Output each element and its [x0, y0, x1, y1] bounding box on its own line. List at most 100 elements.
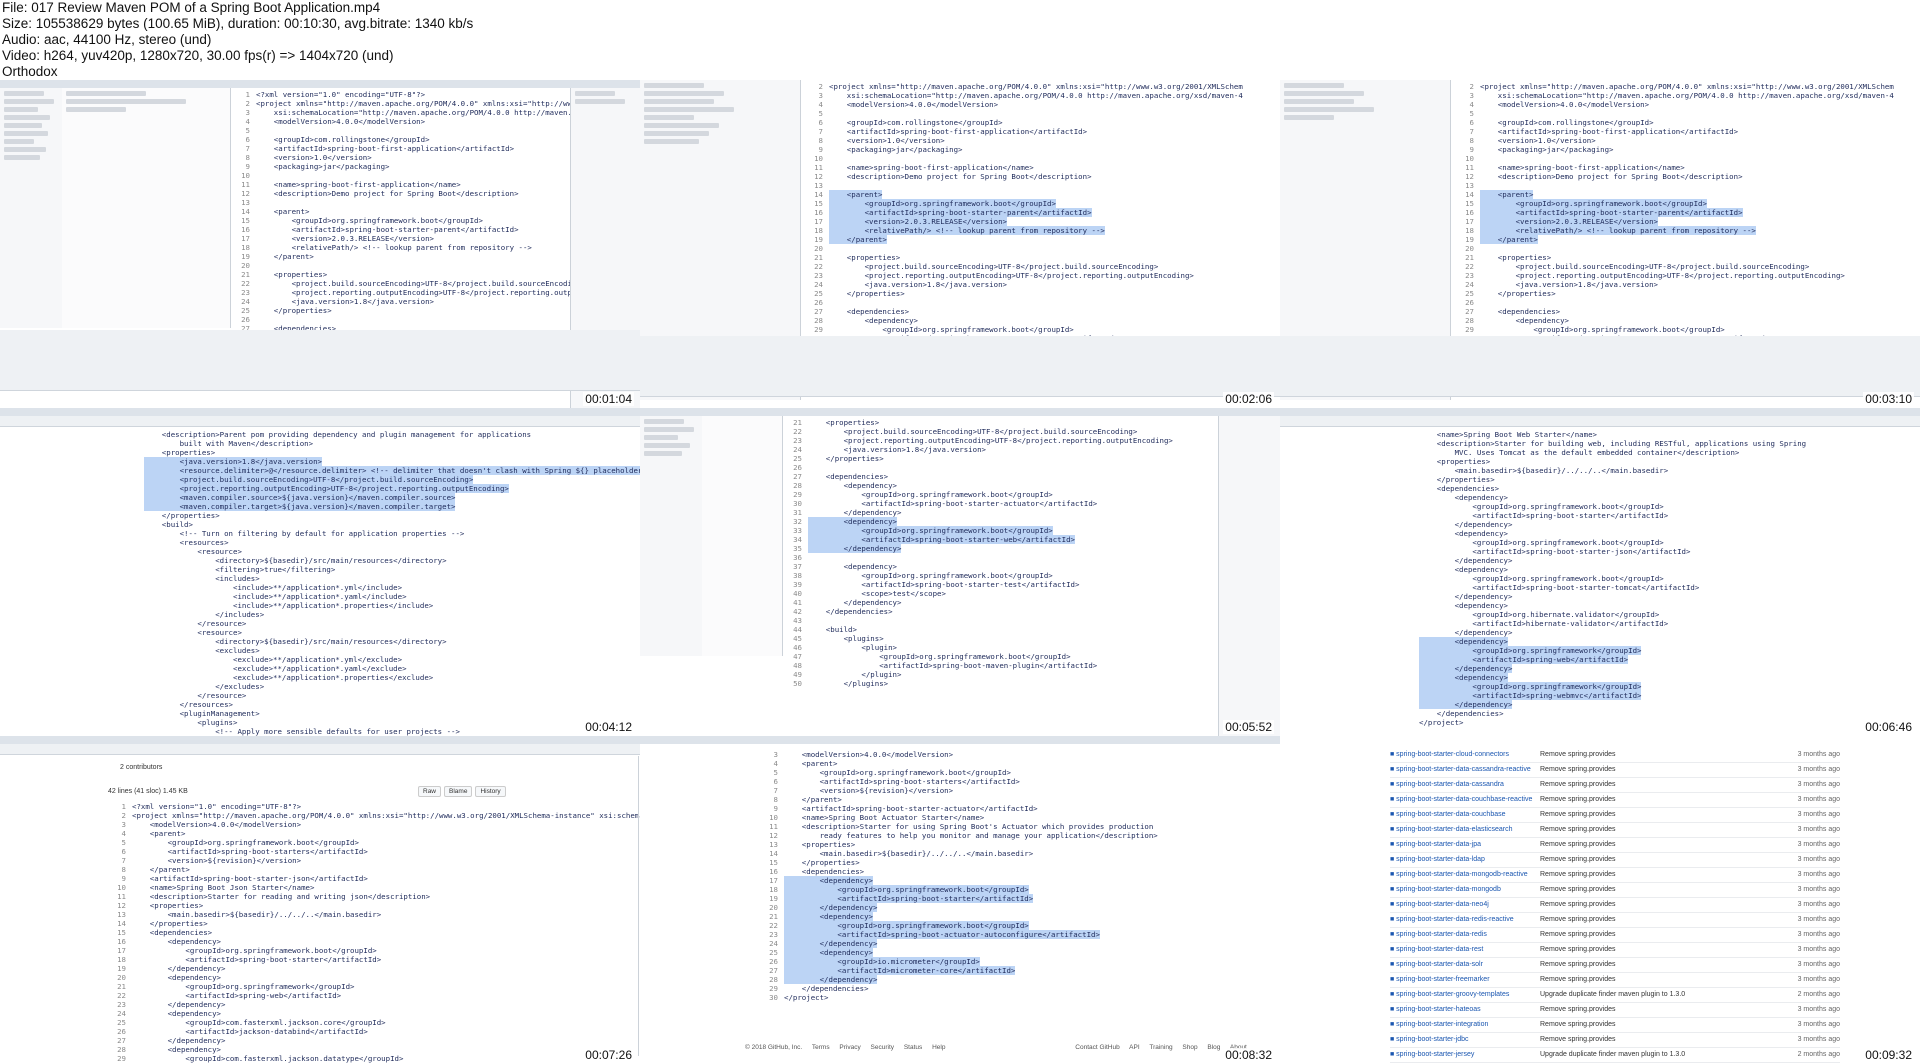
folder-name[interactable]: ■ spring-boot-starter-cloud-connectors	[1390, 751, 1509, 758]
folder-name[interactable]: ■ spring-boot-starter-hateoas	[1390, 1006, 1481, 1013]
commit-message[interactable]: Remove spring.provides	[1540, 931, 1616, 938]
footer-link-security[interactable]: Security	[870, 1044, 895, 1051]
commit-message[interactable]: Remove spring.provides	[1540, 766, 1616, 773]
commit-message[interactable]: Remove spring.provides	[1540, 796, 1616, 803]
list-item[interactable]: ■ spring-boot-starter-cloud-connectors Re…	[1390, 748, 1840, 763]
list-item[interactable]: ■ spring-boot-starter-data-couchbase-rea…	[1390, 793, 1840, 808]
commit-message[interactable]: Remove spring.provides	[1540, 901, 1616, 908]
commit-message[interactable]: Remove spring.provides	[1540, 811, 1616, 818]
folder-name[interactable]: ■ spring-boot-starter-data-neo4j	[1390, 901, 1489, 908]
folder-name[interactable]: ■ spring-boot-starter-data-cassandra	[1390, 781, 1504, 788]
commit-message[interactable]: Remove spring.provides	[1540, 871, 1616, 878]
code-line: 15 <groupId>org.springframework.boot</gr…	[805, 199, 1243, 208]
footer-link-about[interactable]: About	[1230, 1044, 1247, 1051]
list-item[interactable]: ■ spring-boot-starter-data-cassandra Remo…	[1390, 778, 1840, 793]
folder-name[interactable]: ■ spring-boot-starter-jersey	[1390, 1051, 1475, 1058]
list-item[interactable]: ■ spring-boot-starter-data-mongodb-react…	[1390, 868, 1840, 883]
code-line: 25 </properties>	[784, 454, 1173, 463]
commit-age: 3 months ago	[1797, 841, 1840, 848]
thumbnail-6[interactable]: <name>Spring Boot Web Starter</name> <de…	[1280, 408, 1920, 736]
commit-message[interactable]: Remove spring.provides	[1540, 781, 1616, 788]
folder-name[interactable]: ■ spring-boot-starter-data-cassandra-rea…	[1390, 766, 1531, 773]
thumbnail-5[interactable]: 21 <properties>22 <project.build.sourceE…	[640, 408, 1280, 736]
footer-link-api[interactable]: API	[1129, 1044, 1140, 1051]
history-button[interactable]: History	[475, 786, 506, 797]
list-item[interactable]: ■ spring-boot-starter-data-couchbase Remo…	[1390, 808, 1840, 823]
folder-name[interactable]: ■ spring-boot-starter-data-couchbase-rea…	[1390, 796, 1533, 803]
commit-message[interactable]: Remove spring.provides	[1540, 1021, 1616, 1028]
footer-link-shop[interactable]: Shop	[1182, 1044, 1198, 1051]
thumbnail-1[interactable]: 1<?xml version="1.0" encoding="UTF-8"?>2…	[0, 80, 640, 408]
thumbnail-4[interactable]: <description>Parent pom providing depend…	[0, 408, 640, 736]
code-line: 26 <artifactId>jackson-databind</artifac…	[108, 1027, 640, 1036]
line-text: <artifactId>spring-boot-starter</artifac…	[132, 955, 382, 964]
list-item[interactable]: ■ spring-boot-starter-jersey Upgrade dupl…	[1390, 1048, 1840, 1063]
folder-name[interactable]: ■ spring-boot-starter-groovy-templates	[1390, 991, 1510, 998]
list-item[interactable]: ■ spring-boot-starter-freemarker Remove s…	[1390, 973, 1840, 988]
footer-link-terms[interactable]: Terms	[811, 1044, 830, 1051]
list-item[interactable]: ■ spring-boot-starter-data-solr Remove sp…	[1390, 958, 1840, 973]
commit-message[interactable]: Remove spring.provides	[1540, 916, 1616, 923]
code-line: </properties>	[120, 511, 640, 520]
list-item[interactable]: ■ spring-boot-starter-data-mongodb Remove…	[1390, 883, 1840, 898]
commit-message[interactable]: Upgrade duplicate finder maven plugin to…	[1540, 991, 1686, 998]
thumbnail-8[interactable]: 3 <modelVersion>4.0.0</modelVersion>4 <p…	[640, 736, 1280, 1064]
list-item[interactable]: ■ spring-boot-starter-data-rest Remove sp…	[1390, 943, 1840, 958]
commit-message[interactable]: Remove spring.provides	[1540, 1036, 1616, 1043]
line-number: 29	[1465, 325, 1474, 334]
footer-link-status[interactable]: Status	[903, 1044, 923, 1051]
folder-name[interactable]: ■ spring-boot-starter-data-mongodb-react…	[1390, 871, 1528, 878]
thumbnail-3[interactable]: 2<project xmlns="http://maven.apache.org…	[1280, 80, 1920, 408]
list-item[interactable]: ■ spring-boot-starter-data-elasticsearch…	[1390, 823, 1840, 838]
code-line: 14 <parent>	[1456, 190, 1894, 199]
commit-message[interactable]: Remove spring.provides	[1540, 961, 1616, 968]
commit-message[interactable]: Upgrade duplicate finder maven plugin to…	[1540, 1051, 1686, 1058]
footer-link-blog[interactable]: Blog	[1207, 1044, 1221, 1051]
commit-message[interactable]: Remove spring.provides	[1540, 1006, 1616, 1013]
commit-message[interactable]: Remove spring.provides	[1540, 856, 1616, 863]
folder-name[interactable]: ■ spring-boot-starter-data-redis	[1390, 931, 1487, 938]
list-item[interactable]: ■ spring-boot-starter-groovy-templates Up…	[1390, 988, 1840, 1003]
folder-name[interactable]: ■ spring-boot-starter-integration	[1390, 1021, 1489, 1028]
code-line: 28 <dependency>	[1456, 316, 1894, 325]
footer-link-privacy[interactable]: Privacy	[839, 1044, 861, 1051]
folder-name[interactable]: ■ spring-boot-starter-data-solr	[1390, 961, 1483, 968]
commit-message[interactable]: Remove spring.provides	[1540, 976, 1616, 983]
folder-name[interactable]: ■ spring-boot-starter-data-couchbase	[1390, 811, 1506, 818]
footer-link-help[interactable]: Help	[932, 1044, 946, 1051]
list-item[interactable]: ■ spring-boot-starter-data-ldap Remove sp…	[1390, 853, 1840, 868]
line-text: </project>	[1419, 718, 1464, 727]
folder-name[interactable]: ■ spring-boot-starter-data-ldap	[1390, 856, 1485, 863]
list-item[interactable]: ■ spring-boot-starter-jdbc Remove spring.…	[1390, 1033, 1840, 1048]
line-number: 12	[1465, 172, 1474, 181]
footer-link-training[interactable]: Training	[1149, 1044, 1173, 1051]
raw-button[interactable]: Raw	[418, 786, 442, 797]
list-item[interactable]: ■ spring-boot-starter-data-cassandra-rea…	[1390, 763, 1840, 778]
list-item[interactable]: ■ spring-boot-starter-data-redis-reactiv…	[1390, 913, 1840, 928]
commit-message[interactable]: Remove spring.provides	[1540, 886, 1616, 893]
folder-name[interactable]: ■ spring-boot-starter-data-elasticsearch	[1390, 826, 1513, 833]
footer-link-contact[interactable]: Contact GitHub	[1075, 1044, 1120, 1051]
folder-name[interactable]: ■ spring-boot-starter-freemarker	[1390, 976, 1490, 983]
folder-name[interactable]: ■ spring-boot-starter-data-mongodb	[1390, 886, 1501, 893]
thumbnail-2[interactable]: 2<project xmlns="http://maven.apache.org…	[640, 80, 1280, 408]
commit-message[interactable]: Remove spring.provides	[1540, 826, 1616, 833]
line-number: 5	[818, 109, 823, 118]
folder-name[interactable]: ■ spring-boot-starter-data-redis-reactiv…	[1390, 916, 1514, 923]
thumbnail-7[interactable]: 2 contributors 42 lines (41 sloc) 1.45 K…	[0, 736, 640, 1064]
line-text: <dependency>	[1419, 601, 1508, 610]
code-line: <groupId>org.springframework</groupId>	[1395, 682, 1806, 691]
commit-message[interactable]: Remove spring.provides	[1540, 841, 1616, 848]
list-item[interactable]: ■ spring-boot-starter-hateoas Remove spri…	[1390, 1003, 1840, 1018]
list-item[interactable]: ■ spring-boot-starter-data-jpa Remove spr…	[1390, 838, 1840, 853]
list-item[interactable]: ■ spring-boot-starter-integration Remove …	[1390, 1018, 1840, 1033]
list-item[interactable]: ■ spring-boot-starter-data-redis Remove s…	[1390, 928, 1840, 943]
blame-button[interactable]: Blame	[444, 786, 473, 797]
folder-name[interactable]: ■ spring-boot-starter-jdbc	[1390, 1036, 1469, 1043]
list-item[interactable]: ■ spring-boot-starter-data-neo4j Remove s…	[1390, 898, 1840, 913]
folder-name[interactable]: ■ spring-boot-starter-data-jpa	[1390, 841, 1481, 848]
commit-message[interactable]: Remove spring.provides	[1540, 946, 1616, 953]
commit-message[interactable]: Remove spring.provides	[1540, 751, 1616, 758]
folder-name[interactable]: ■ spring-boot-starter-data-rest	[1390, 946, 1484, 953]
